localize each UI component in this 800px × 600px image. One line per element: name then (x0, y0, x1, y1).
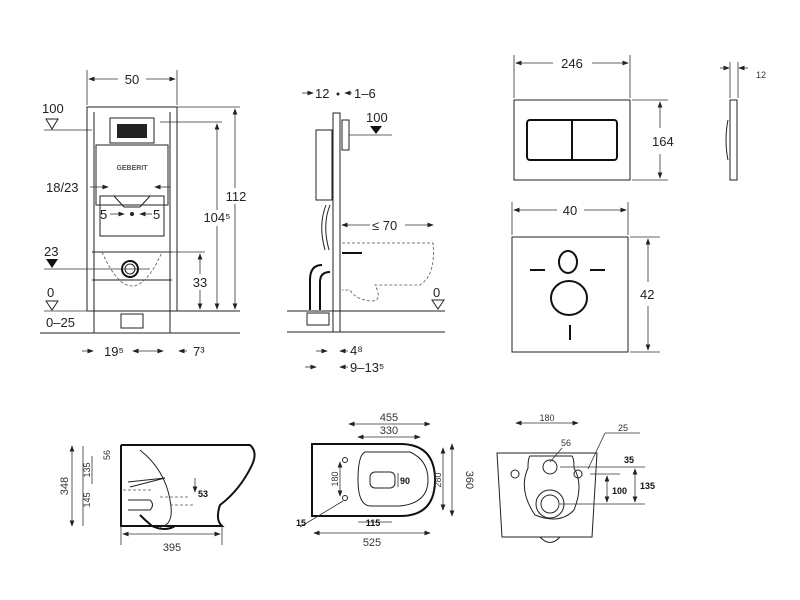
bowl-top-view: 455 330 180 90 280 360 115 15 525 (296, 412, 475, 549)
level-top-side: 100 (366, 110, 388, 125)
dim-water-inlet: 56 (561, 438, 571, 448)
dim-offset-mid: 100 (612, 486, 627, 496)
dim-outlet-width: 115 (366, 518, 381, 528)
frame-front-view: 50 GEBERIT 112 104⁵ 33 100 18/23 5 5 (40, 70, 248, 359)
dim-offset-left: 5 (100, 207, 107, 222)
level-supply: 23 (44, 244, 58, 259)
dim-hole-dia: 25 (618, 423, 628, 433)
install-plate: 40 42 (511, 202, 660, 353)
dim-bowl-height: 348 (59, 477, 71, 495)
frame-side-view: 12 1–6 100 ≤ 70 0 4⁸ 9–13⁵ (287, 86, 445, 375)
dim-inner-width: 330 (380, 425, 398, 437)
level-floor: 0 (47, 285, 54, 300)
dim-bottom-offset: 4⁸ (350, 343, 363, 358)
level-floor-side: 0 (433, 285, 440, 300)
dim-foot-offset: 7³ (193, 344, 205, 359)
bowl-back-view: 180 56 25 35 100 135 (496, 413, 655, 543)
brand-logo: GEBERIT (116, 165, 148, 172)
dim-bottom-range: 9–13⁵ (350, 360, 384, 375)
dim-offset-right: 5 (153, 207, 160, 222)
dim-actuation-height: 104⁵ (203, 210, 230, 225)
dim-bowl-length: 525 (363, 537, 381, 549)
dim-bowl-inner-depth: 280 (433, 472, 443, 487)
dim-total-height: 112 (226, 189, 247, 204)
dim-foot-spacing: 19⁵ (104, 344, 124, 359)
dim-offset-total: 135 (640, 481, 655, 491)
bowl-side-view: 348 135 145 56 53 395 (59, 444, 256, 554)
level-top: 100 (42, 101, 64, 116)
dim-offset-top: 35 (624, 455, 634, 465)
dim-back-hole-spacing: 180 (539, 413, 554, 423)
dim-seat-width: 90 (400, 476, 410, 486)
dim-hole-size: 15 (296, 518, 306, 528)
dim-depth: 12 (315, 86, 329, 101)
dim-width: 50 (125, 72, 139, 87)
dim-wall-range: 1–6 (354, 86, 376, 101)
dim-plate-height: 164 (652, 134, 674, 149)
dim-hole-spacing: 180 (330, 471, 340, 486)
dim-outer-width: 455 (380, 412, 398, 424)
dim-bowl-lower: 145 (82, 492, 92, 507)
dim-flush-spacing: 18/23 (46, 180, 79, 195)
dim-bowl-top-depth: 360 (463, 471, 475, 489)
dim-plate-width: 246 (561, 56, 583, 71)
dim-bowl-depth: 395 (163, 542, 181, 554)
dim-install-width: 40 (563, 203, 577, 218)
dim-bowl-upper: 135 (82, 462, 92, 477)
dim-install-height: 42 (640, 287, 654, 302)
dim-plate-thickness: 12 (756, 70, 766, 80)
dim-bowl-projection: ≤ 70 (372, 218, 397, 233)
floor-range: 0–25 (46, 315, 75, 330)
dim-top-hole: 56 (102, 450, 112, 460)
dim-outlet: 53 (198, 489, 208, 499)
flush-plate: 246 164 12 (513, 55, 766, 181)
dim-outlet-height: 33 (193, 275, 207, 290)
